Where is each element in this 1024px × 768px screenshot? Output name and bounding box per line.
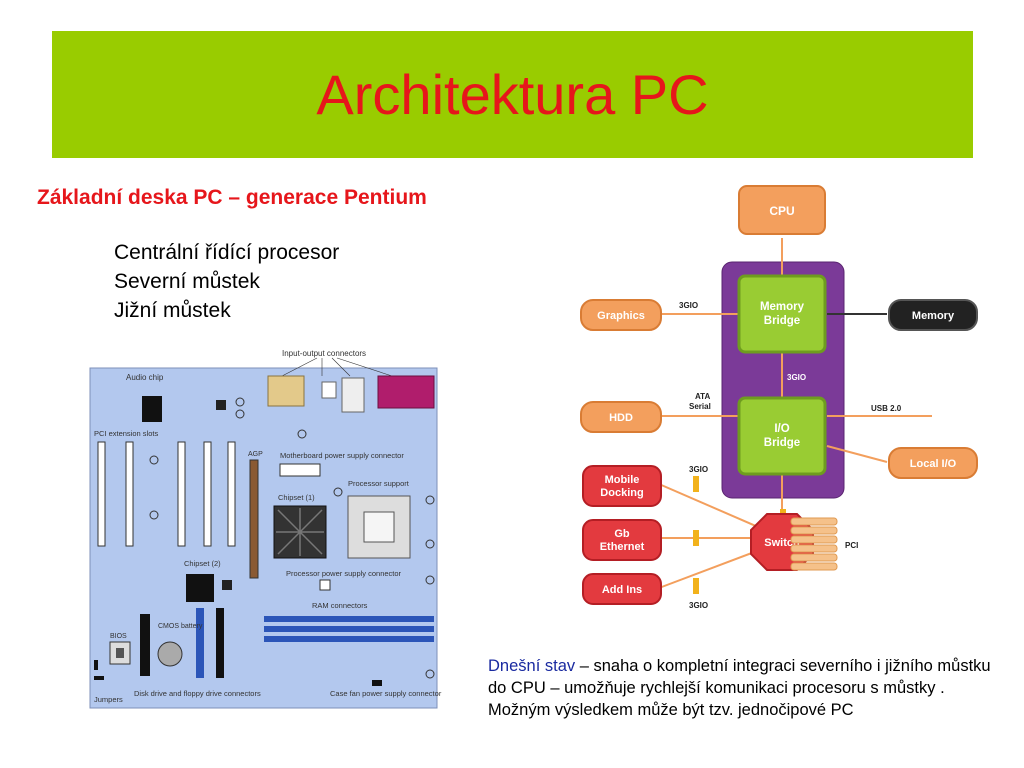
bullet-item: Centrální řídící procesor (114, 241, 340, 264)
board-outline (89, 367, 438, 709)
mobile-label-2: Docking (600, 487, 643, 499)
chipset1-label: Chipset (1) (278, 493, 315, 502)
block-diagram: CPU Memory Bridge 3GIO I/O Bridge Graphi… (580, 185, 978, 610)
io-connectors-label: Input-output connectors (282, 349, 366, 358)
io-port-3 (341, 377, 365, 413)
memory-bridge-block (737, 274, 827, 354)
mb-power-label: Motherboard power supply connector (280, 451, 404, 460)
proc-support-label: Processor support (348, 479, 410, 488)
bus-3gio-addins-label: 3GIO (689, 601, 708, 610)
local-io-block (888, 447, 978, 479)
agp-slot (249, 459, 259, 579)
memory-block (888, 299, 978, 331)
bios-label: BIOS (110, 633, 127, 640)
case-fan-label: Case fan power supply connector (330, 689, 442, 698)
memory-label: Memory (912, 310, 955, 322)
mb-power-connector (279, 463, 321, 477)
io-bridge-label-2: Bridge (764, 437, 800, 449)
pci-slot (203, 441, 212, 547)
mobile-label-1: Mobile (605, 474, 640, 486)
ata-label-1: ATA (695, 392, 710, 401)
hdd-block (580, 401, 662, 433)
bullet-item: Severní můstek (114, 270, 260, 293)
io-bridge-label-1: I/O (774, 423, 789, 435)
cpu-block (738, 185, 826, 235)
pci-slots-label: PCI extension slots (94, 429, 158, 438)
add-ins-block (582, 573, 662, 605)
floppy-connector (216, 608, 224, 678)
chipset2 (186, 574, 214, 602)
cmos-battery (157, 641, 183, 667)
jumpers-label: Jumpers (94, 695, 123, 704)
note-text: – snaha o kompletní integraci severního … (488, 657, 991, 719)
bullet-list: Centrální řídící procesor Severní můstek… (114, 238, 339, 325)
memory-bridge-label-2: Bridge (764, 315, 800, 327)
pci-slot (125, 441, 134, 547)
add-ins-label: Add Ins (602, 584, 642, 596)
pci-label: PCI (845, 541, 858, 550)
pci-slot (227, 441, 236, 547)
bus-3gio-label: 3GIO (787, 373, 806, 382)
pci-slot (177, 441, 186, 547)
slide-subtitle: Základní deska PC – generace Pentium (37, 186, 427, 209)
mobile-docking-block (582, 465, 662, 507)
ide-connector (196, 608, 204, 678)
gb-label-2: Ethernet (600, 541, 645, 553)
bus-3gio-graphics-label: 3GIO (679, 301, 698, 310)
cpu-label: CPU (769, 204, 794, 218)
io-bridge-block (737, 396, 827, 476)
usb-label: USB 2.0 (871, 404, 902, 413)
local-io-label: Local I/O (910, 458, 957, 470)
note-paragraph: Dnešní stav – snaha o kompletní integrac… (488, 655, 998, 721)
chipset2-label: Chipset (2) (184, 559, 221, 568)
bullet-item: Jižní můstek (114, 299, 231, 322)
note-highlight: Dnešní stav (488, 657, 576, 675)
agp-label: AGP (248, 451, 263, 458)
graphics-label: Graphics (597, 310, 645, 322)
slide-title: Architektura PC (316, 63, 709, 126)
ram-label: RAM connectors (312, 601, 368, 610)
io-port-4 (377, 375, 435, 409)
hdd-label: HDD (609, 412, 633, 424)
graphics-block (580, 299, 662, 331)
title-band: Architektura PC (52, 31, 973, 158)
io-port-2 (321, 381, 337, 399)
ram-slot (264, 636, 434, 642)
proc-power-label: Processor power supply connector (286, 569, 402, 578)
pci-slot (97, 441, 106, 547)
motherboard-illustration: Input-output connectors Audio chip PCI e… (89, 349, 442, 709)
ram-slot (264, 626, 434, 632)
ram-slot (264, 616, 434, 622)
ata-label-2: Serial (689, 402, 711, 411)
audio-chip-label: Audio chip (126, 373, 164, 382)
gb-label-1: Gb (614, 528, 630, 540)
bus-3gio-mobile-label: 3GIO (689, 465, 708, 474)
audio-chip (142, 396, 162, 422)
io-port-1 (267, 375, 305, 407)
cmos-label: CMOS battery (158, 623, 203, 630)
gb-ethernet-block (582, 519, 662, 561)
pci-stack (790, 517, 838, 571)
disk-connectors-label: Disk drive and floppy drive connectors (134, 689, 261, 698)
memory-bridge-label-1: Memory (760, 301, 805, 313)
